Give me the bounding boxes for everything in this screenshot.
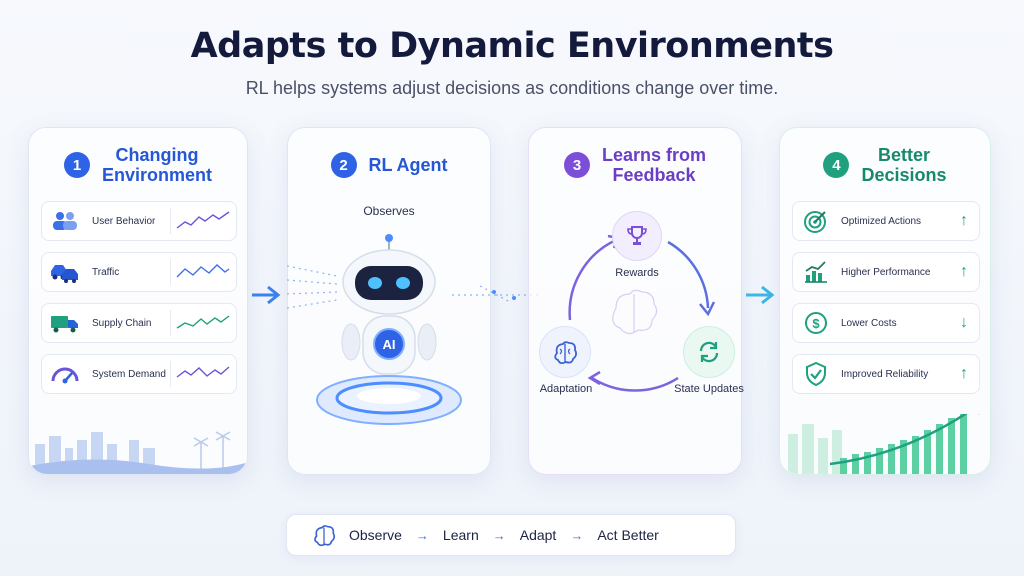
panel-title-line2: Decisions — [861, 165, 947, 185]
growth-chart-illustration — [780, 414, 990, 474]
trend-down-icon: ↓ — [960, 314, 968, 331]
panel-title-line1: Learns from — [601, 145, 707, 165]
arrow-right-icon: → — [415, 527, 429, 543]
list-item-traffic: Traffic — [41, 252, 237, 292]
list-item-improved-reliability: Improved Reliability ↑ — [792, 354, 980, 394]
list-item-user-behavior: User Behavior — [41, 201, 237, 241]
cars-icon — [48, 259, 82, 285]
node-label-state-updates: State Updates — [674, 383, 744, 395]
list-item-lower-costs: $ Lower Costs ↓ — [792, 303, 980, 343]
panel-title-line2: Feedback — [612, 165, 696, 185]
panel-title: Better Decisions — [861, 145, 946, 185]
truck-icon — [48, 310, 82, 336]
dollar-icon: $ — [799, 310, 833, 336]
panel-changing-environment: 1 Changing Environment User Behavior Tra… — [28, 127, 248, 475]
observes-label: Observes — [363, 204, 415, 218]
panel-title: Learns from Feedback — [602, 145, 706, 185]
gauge-icon — [48, 361, 82, 387]
users-icon — [48, 208, 82, 234]
trophy-icon — [612, 211, 662, 261]
node-label-adaptation: Adaptation — [539, 383, 593, 395]
city-skyline-illustration — [29, 414, 247, 474]
list-item-label: Lower Costs — [841, 317, 897, 329]
panel-title: Changing Environment — [102, 145, 212, 185]
flow-step-adapt: Adapt — [519, 527, 557, 543]
sparkline-chart — [170, 259, 230, 285]
list-item-label: Improved Reliability — [841, 368, 929, 380]
trend-up-icon: ↑ — [960, 365, 968, 382]
flow-arrow-1 — [252, 285, 281, 305]
page-subtitle: RL helps systems adjust decisions as con… — [245, 78, 779, 98]
list-item-higher-performance: Higher Performance ↑ — [792, 252, 980, 292]
ai-badge: AI — [383, 337, 396, 352]
refresh-icon — [683, 326, 735, 378]
flow-step-observe: Observe — [349, 527, 402, 543]
flow-connector-2 — [452, 285, 540, 303]
list-item-label: Optimized Actions — [841, 215, 922, 227]
trend-up-icon: ↑ — [960, 212, 968, 229]
bar-chart-icon — [799, 259, 833, 285]
trend-up-icon: ↑ — [960, 263, 968, 280]
panel-title-line1: Changing — [115, 145, 199, 165]
list-item-label: Supply Chain — [92, 317, 152, 329]
svg-text:$: $ — [812, 316, 820, 331]
flow-arrow-3 — [746, 285, 775, 305]
sparkline-chart — [170, 310, 230, 336]
panel-title-line2: Environment — [101, 165, 212, 185]
step-number-badge: 3 — [563, 152, 590, 178]
list-item-system-demand: System Demand — [41, 354, 237, 394]
list-item-label: User Behavior — [92, 215, 156, 227]
panel-header: 2 RL Agent — [288, 142, 490, 188]
sparkline-chart — [170, 208, 230, 234]
panel-better-decisions: 4 Better Decisions Optimized Actions ↑ H… — [779, 127, 991, 475]
arrow-right-icon: → — [570, 527, 584, 543]
robot-agent-illustration: AI — [287, 234, 462, 425]
panel-header: 3 Learns from Feedback — [529, 142, 741, 188]
flow-step-learn: Learn — [442, 527, 479, 543]
list-item-label: Traffic — [92, 266, 120, 278]
arrow-right-icon: → — [492, 527, 506, 543]
target-icon — [799, 208, 833, 234]
flow-step-act-better: Act Better — [597, 527, 659, 543]
brain-icon — [311, 523, 337, 547]
list-item-label: System Demand — [92, 368, 166, 380]
list-item-label: Higher Performance — [841, 266, 931, 278]
step-number-badge: 1 — [63, 152, 90, 178]
flow-summary-bar: Observe → Learn → Adapt → Act Better — [286, 514, 736, 556]
page-title: Adapts to Dynamic Environments — [190, 26, 834, 66]
node-label-rewards: Rewards — [615, 267, 659, 279]
sparkline-chart — [170, 361, 230, 387]
panel-title-line1: Better — [877, 145, 930, 165]
list-item-supply-chain: Supply Chain — [41, 303, 237, 343]
panel-title: RL Agent — [368, 155, 448, 175]
brain-icon — [539, 326, 591, 378]
shield-check-icon — [799, 361, 833, 387]
list-item-optimized-actions: Optimized Actions ↑ — [792, 201, 980, 241]
panel-header: 4 Better Decisions — [780, 142, 990, 188]
step-number-badge: 4 — [823, 152, 850, 178]
panel-header: 1 Changing Environment — [29, 142, 247, 188]
step-number-badge: 2 — [330, 152, 357, 178]
